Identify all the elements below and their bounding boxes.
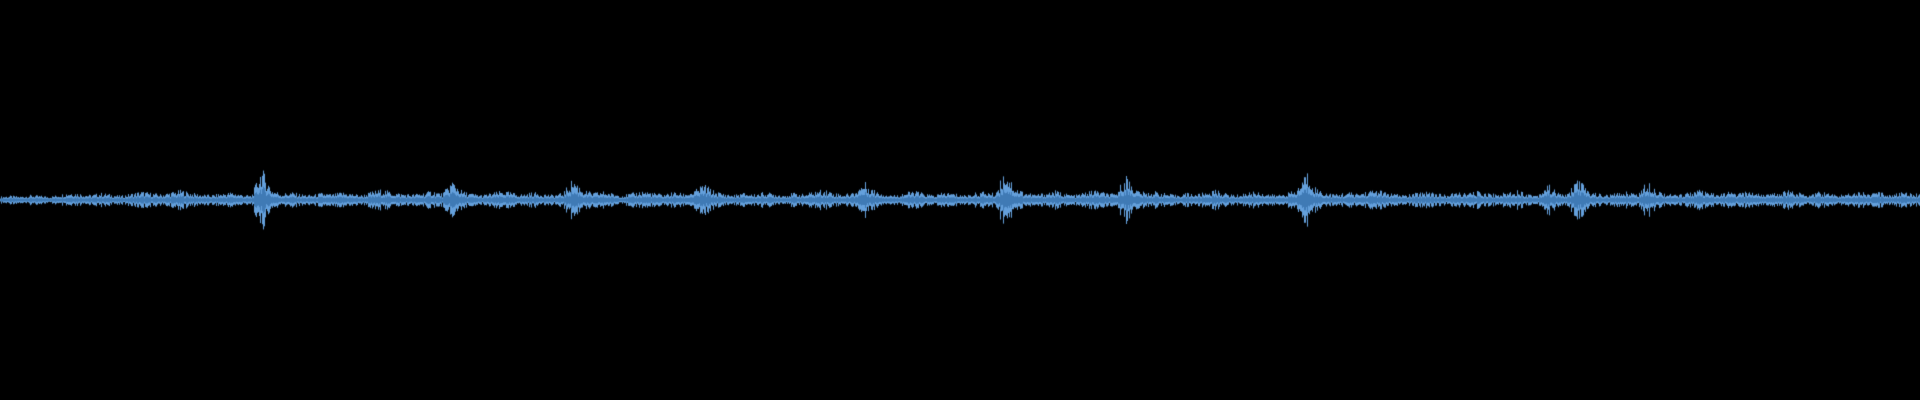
waveform-canvas[interactable] xyxy=(0,0,1920,400)
waveform-track xyxy=(0,0,1920,400)
